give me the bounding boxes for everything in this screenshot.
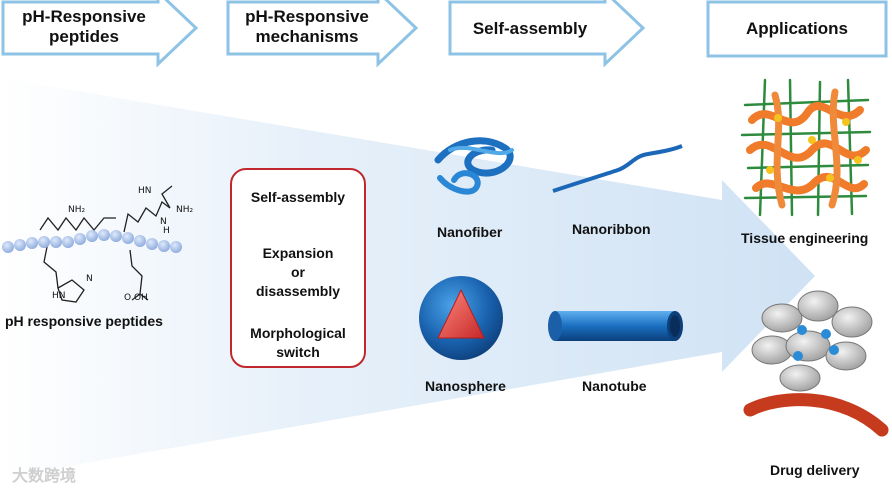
mechanism-switch: switch [276, 344, 320, 360]
header-box-4 [706, 0, 888, 58]
nanoribbon-label: Nanoribbon [572, 221, 651, 237]
header-step-1-line-2: peptides [49, 27, 119, 46]
nanosphere-label: Nanosphere [425, 378, 506, 394]
chem-hn-ring: HN [52, 291, 66, 301]
drug-carrier-graphic [743, 393, 889, 437]
header-arrow-3 [448, 0, 646, 68]
chem-h: H [163, 226, 170, 236]
peptide-backbone-beads [2, 229, 182, 253]
chem-n-ring: N [86, 274, 93, 284]
header-arrow-2 [226, 0, 419, 68]
drug-delivery-label: Drug delivery [770, 462, 860, 478]
header-step-3: Self-assembly [472, 19, 588, 38]
mechanisms-box: Self-assembly Expansion or disassembly M… [230, 168, 366, 368]
nanotube-label: Nanotube [582, 378, 647, 394]
watermark: 大数跨境 [12, 468, 77, 485]
mechanism-expansion: Expansion [262, 245, 334, 261]
header-step-2-line-2: mechanisms [255, 27, 359, 46]
tissue-scaffold-graphic [740, 78, 872, 217]
header-step-1: pH-Responsive peptides [4, 7, 164, 47]
tissue-cells [766, 114, 862, 182]
peptides-label: pH responsive peptides [5, 313, 163, 329]
nanoribbon-graphic [552, 144, 683, 193]
chem-n: N [160, 217, 167, 227]
header-step-4: Applications [745, 19, 848, 38]
chem-nh2-b: NH₂ [176, 205, 194, 215]
header-arrow-1 [1, 0, 199, 68]
nanosphere-graphic [419, 276, 503, 360]
mechanism-morphological: Morphological [250, 325, 346, 341]
mechanism-disassembly: disassembly [255, 283, 341, 299]
chem-oh: O OH [124, 293, 148, 303]
peptide-structure [39, 185, 173, 303]
flow-arrow [0, 78, 815, 478]
header-step-1-line-1: pH-Responsive [22, 7, 146, 26]
nanofiber-label: Nanofiber [437, 224, 503, 240]
tissue-engineering-label: Tissue engineering [741, 230, 869, 246]
header-step-2-line-1: pH-Responsive [245, 7, 369, 26]
drug-delivery-cells [751, 290, 873, 392]
mechanism-self-assembly: Self-assembly [250, 189, 346, 205]
nanofiber-graphic [434, 137, 514, 195]
mechanism-or: or [291, 264, 305, 280]
chem-hn: HN [138, 186, 152, 196]
nanotube-graphic [548, 311, 683, 341]
header-step-2: pH-Responsive mechanisms [224, 7, 390, 47]
chem-nh2-a: NH₂ [68, 205, 86, 215]
